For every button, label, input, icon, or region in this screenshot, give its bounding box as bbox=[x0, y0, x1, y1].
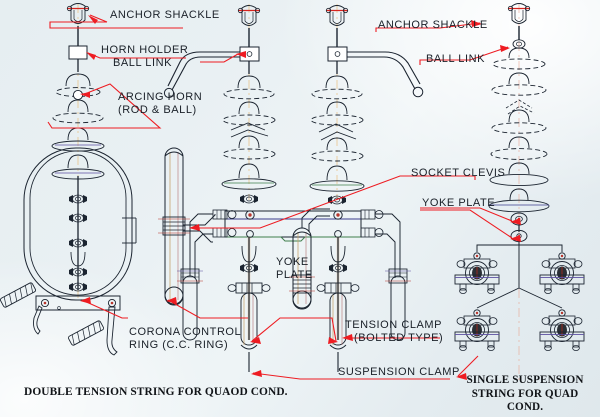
label-line-1: SUSPENSION CLAMP bbox=[338, 366, 460, 378]
suspension-clamp-bottom-right bbox=[539, 309, 585, 352]
label-line-2: RING (C.C. RING) bbox=[129, 339, 229, 351]
outer-drop-rod-right bbox=[385, 268, 411, 341]
leader-anchor-shackle-left bbox=[49, 21, 183, 29]
label-line-1: ANCHOR SHACKLE bbox=[110, 9, 220, 21]
label-anchor-shackle-left: ANCHOR SHACKLE bbox=[110, 9, 220, 22]
leader-socket-clevis bbox=[191, 175, 476, 229]
label-ball-link: BALL LINK bbox=[426, 53, 485, 66]
caption-line-1: SINGLE SUSPENSION bbox=[466, 374, 584, 386]
insulator-disc-stack-right bbox=[488, 47, 550, 213]
single-suspension-string bbox=[454, 2, 585, 380]
suspension-clamp-top-right bbox=[539, 252, 585, 295]
label-line-1: ANCHOR SHACKLE bbox=[378, 19, 488, 31]
label-socket-clevis: SOCKET CLEVIS bbox=[411, 167, 505, 180]
corona-control-ring-a bbox=[23, 147, 137, 301]
insulator-disc-stack-c bbox=[309, 75, 365, 192]
leader-arcing-horn-b bbox=[200, 53, 239, 63]
leader-yoke-plate-right bbox=[420, 209, 513, 239]
drop-string-right bbox=[316, 237, 360, 372]
string-assembly-c bbox=[309, 4, 424, 205]
label-line-1: YOKE bbox=[276, 256, 309, 268]
label-line-1: HORN HOLDER bbox=[101, 44, 189, 56]
label-line-2: (BOLTED TYPE) bbox=[354, 332, 444, 344]
yoke-bolt-cluster-right bbox=[360, 209, 384, 238]
suspension-clamp-bottom-left bbox=[454, 309, 500, 352]
label-line-1: BALL LINK bbox=[426, 53, 485, 65]
arcing-horn-b bbox=[163, 51, 240, 99]
label-yoke-plate-right: YOKE PLATE bbox=[422, 197, 495, 210]
label-line-1: TENSION CLAMP bbox=[345, 319, 442, 331]
yoke-bolt-cluster-left bbox=[212, 209, 237, 238]
leader-lines bbox=[47, 14, 513, 380]
label-line-1: YOKE PLATE bbox=[422, 197, 496, 209]
label-horn-holder-ball-link: HORN HOLDER BALL LINK bbox=[101, 44, 188, 70]
tension-clamp-bolted-right bbox=[289, 208, 330, 310]
leader-anchor-shackle-left-arrow bbox=[89, 14, 108, 23]
label-anchor-shackle-right: ANCHOR SHACKLE bbox=[378, 19, 488, 32]
suspension-clamp-top-left bbox=[454, 252, 500, 295]
central-yoke-plate-assembly bbox=[158, 147, 411, 372]
arcing-horn-c bbox=[347, 51, 424, 98]
label-line-2: BALL LINK bbox=[113, 57, 172, 69]
leader-socket-clevis-b bbox=[420, 207, 513, 222]
label-line-2: (ROD & BALL) bbox=[118, 104, 197, 116]
leader-arcing-horn bbox=[47, 83, 162, 129]
caption-line-2: STRING FOR QUAD COND. bbox=[471, 387, 579, 414]
label-tension-clamp: TENSION CLAMP (BOLTED TYPE) bbox=[345, 319, 443, 345]
label-suspension-clamp: SUSPENSION CLAMP bbox=[338, 366, 460, 379]
leader-corona-left bbox=[81, 299, 128, 319]
label-yoke-plate-center: YOKE PLATE bbox=[276, 256, 313, 282]
label-line-1: SOCKET CLEVIS bbox=[411, 167, 506, 179]
label-corona-control-ring: CORONA CONTROL RING (C.C. RING) bbox=[129, 326, 241, 352]
leader-yoke-plate-center bbox=[251, 317, 337, 342]
leader-suspension-clamp bbox=[252, 372, 450, 380]
string-assembly-b bbox=[163, 4, 277, 204]
yoke-plate-right-assembly bbox=[476, 229, 563, 309]
label-line-1: CORONA CONTROL bbox=[129, 326, 242, 338]
insulator-disc-stack-b bbox=[221, 75, 277, 190]
label-line-1: ARCING HORN bbox=[118, 91, 203, 103]
tension-clamp-bolted-left bbox=[158, 147, 216, 306]
caption-single-suspension-string: SINGLE SUSPENSION STRING FOR QUAD COND. bbox=[455, 374, 595, 415]
caption-double-tension-string: DOUBLE TENSION STRING FOR QUAOD COND. bbox=[24, 386, 288, 398]
leader-corona-right bbox=[167, 299, 248, 319]
leader-ball-link bbox=[419, 46, 509, 65]
label-line-2: PLATE bbox=[276, 269, 313, 281]
label-arcing-horn: ARCING HORN (ROD & BALL) bbox=[118, 91, 202, 117]
tension-clamp-group-a bbox=[0, 282, 121, 356]
leader-anchor-shackle-right bbox=[375, 22, 481, 32]
leader-arrowheads bbox=[80, 15, 521, 380]
drop-string-left bbox=[227, 237, 271, 372]
leader-suspension-clamp-arrow bbox=[457, 355, 479, 377]
